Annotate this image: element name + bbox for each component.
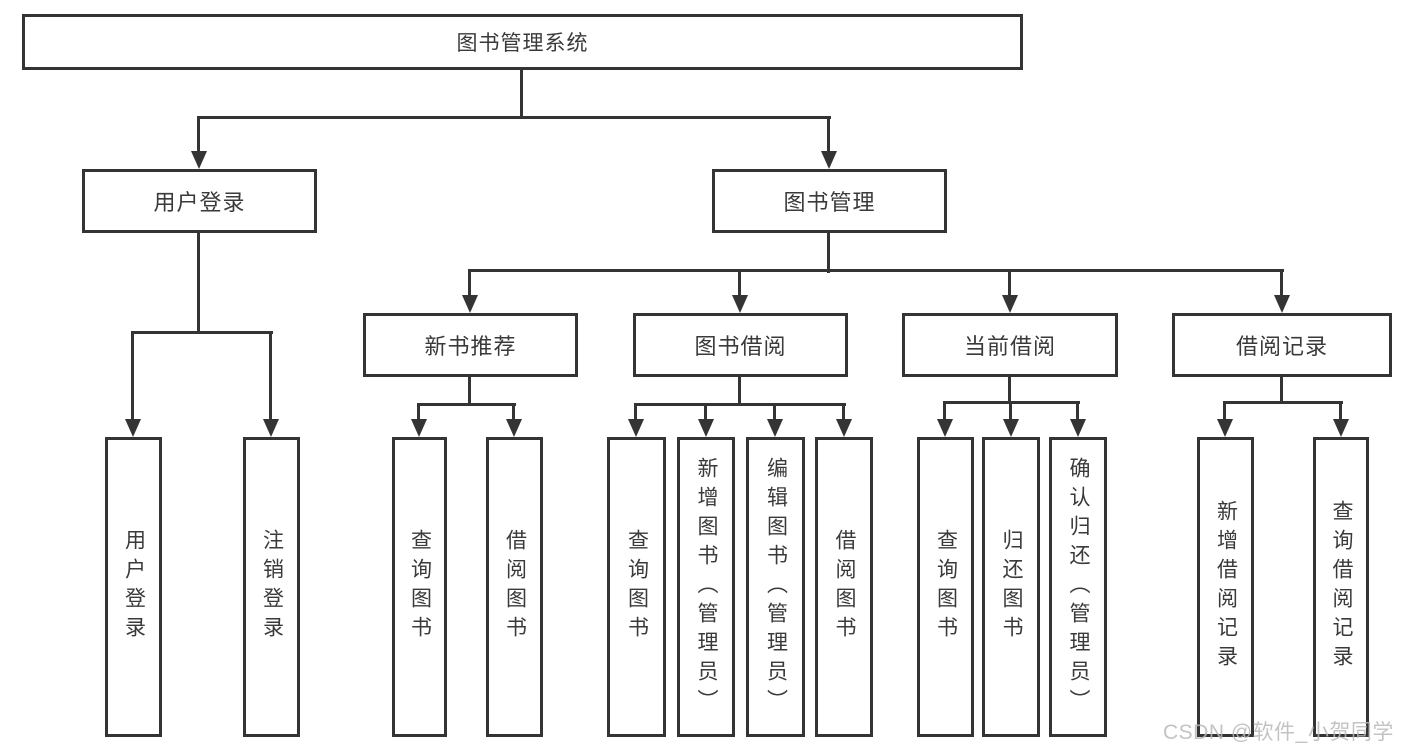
arrow-down-icon bbox=[1002, 295, 1018, 313]
leaf-add-borrow-record-label: 新增借阅记录 bbox=[1214, 500, 1238, 674]
node-borrow-records-label: 借阅记录 bbox=[1235, 334, 1328, 359]
connector-vline bbox=[1223, 401, 1226, 420]
connector-vline bbox=[1280, 269, 1283, 297]
connector-hline bbox=[197, 116, 831, 119]
leaf-add-book-admin-label: 新增图书（管理员） bbox=[695, 456, 718, 718]
connector-vline bbox=[197, 116, 200, 152]
arrow-down-icon bbox=[191, 151, 207, 169]
leaf-logout: 注销登录 bbox=[243, 437, 300, 737]
connector-vline bbox=[512, 403, 515, 420]
connector-vline bbox=[269, 331, 272, 420]
connector-vline bbox=[417, 403, 420, 420]
connector-vline bbox=[704, 403, 707, 420]
leaf-return-book-label: 归还图书 bbox=[1000, 529, 1023, 645]
leaf-user-login-label: 用户登录 bbox=[122, 529, 146, 645]
node-book-management-label: 图书管理 bbox=[783, 190, 876, 215]
arrow-down-icon bbox=[506, 419, 522, 437]
leaf-query-books-current: 查询图书 bbox=[917, 437, 974, 737]
node-borrow-records: 借阅记录 bbox=[1172, 313, 1392, 377]
arrow-down-icon bbox=[125, 419, 141, 437]
connector-vline bbox=[1008, 269, 1011, 297]
leaf-query-books-recommend: 查询图书 bbox=[392, 437, 447, 737]
arrow-down-icon bbox=[462, 295, 478, 313]
connector-vline bbox=[943, 401, 946, 420]
arrow-down-icon bbox=[937, 419, 953, 437]
leaf-add-book-admin: 新增图书（管理员） bbox=[677, 437, 735, 737]
leaf-confirm-return-admin-label: 确认归还（管理员） bbox=[1067, 456, 1090, 718]
connector-vline bbox=[468, 269, 471, 297]
node-current-borrow-label: 当前借阅 bbox=[963, 334, 1056, 359]
arrow-down-icon bbox=[1217, 419, 1233, 437]
connector-vline bbox=[468, 377, 471, 405]
leaf-query-books-recommend-label: 查询图书 bbox=[408, 529, 432, 645]
arrow-down-icon bbox=[628, 419, 644, 437]
leaf-confirm-return-admin: 确认归还（管理员） bbox=[1049, 437, 1107, 737]
leaf-borrow-books: 借阅图书 bbox=[815, 437, 873, 737]
leaf-return-book: 归还图书 bbox=[982, 437, 1040, 737]
arrow-down-icon bbox=[698, 419, 714, 437]
connector-vline bbox=[131, 331, 134, 420]
arrow-down-icon bbox=[1274, 295, 1290, 313]
leaf-query-borrow-record: 查询借阅记录 bbox=[1313, 437, 1369, 737]
leaf-query-books-borrow-label: 查询图书 bbox=[625, 529, 649, 645]
leaf-add-borrow-record: 新增借阅记录 bbox=[1197, 437, 1254, 737]
arrow-down-icon bbox=[836, 419, 852, 437]
node-root-label: 图书管理系统 bbox=[456, 32, 589, 55]
leaf-user-login: 用户登录 bbox=[105, 437, 162, 737]
connector-vline bbox=[738, 377, 741, 405]
connector-hline bbox=[131, 331, 273, 334]
node-new-book-recommend: 新书推荐 bbox=[363, 313, 578, 377]
node-new-book-recommend-label: 新书推荐 bbox=[424, 334, 517, 359]
leaf-logout-label: 注销登录 bbox=[260, 529, 284, 645]
node-book-borrow: 图书借阅 bbox=[633, 313, 848, 377]
connector-hline bbox=[417, 403, 516, 406]
leaf-query-books-borrow: 查询图书 bbox=[607, 437, 666, 737]
arrow-down-icon bbox=[1333, 419, 1349, 437]
connector-vline bbox=[1076, 401, 1079, 420]
arrow-down-icon bbox=[821, 151, 837, 169]
node-book-borrow-label: 图书借阅 bbox=[694, 334, 787, 359]
leaf-borrow-books-recommend: 借阅图书 bbox=[486, 437, 543, 737]
connector-vline bbox=[1339, 401, 1342, 420]
node-root: 图书管理系统 bbox=[22, 14, 1023, 70]
connector-vline bbox=[1009, 401, 1012, 420]
connector-vline bbox=[1280, 377, 1283, 404]
connector-vline bbox=[520, 70, 523, 119]
connector-vline bbox=[197, 233, 200, 334]
arrow-down-icon bbox=[732, 295, 748, 313]
node-user-login-label: 用户登录 bbox=[153, 190, 246, 215]
connector-hline bbox=[1223, 401, 1343, 404]
leaf-query-books-current-label: 查询图书 bbox=[934, 529, 958, 645]
arrow-down-icon bbox=[1003, 419, 1019, 437]
connector-vline bbox=[827, 116, 830, 152]
leaf-borrow-books-label: 借阅图书 bbox=[833, 529, 856, 645]
connector-hline bbox=[634, 403, 846, 406]
leaf-edit-book-admin: 编辑图书（管理员） bbox=[746, 437, 805, 737]
connector-hline bbox=[468, 269, 1284, 272]
connector-vline bbox=[773, 403, 776, 420]
arrow-down-icon bbox=[411, 419, 427, 437]
node-current-borrow: 当前借阅 bbox=[902, 313, 1118, 377]
arrow-down-icon bbox=[1070, 419, 1086, 437]
connector-vline bbox=[634, 403, 637, 420]
leaf-query-borrow-record-label: 查询借阅记录 bbox=[1330, 500, 1353, 674]
connector-vline bbox=[827, 233, 830, 273]
node-book-management: 图书管理 bbox=[712, 169, 947, 233]
csdn-watermark: CSDN @软件_小贺同学 bbox=[1163, 721, 1394, 744]
arrow-down-icon bbox=[767, 419, 783, 437]
connector-vline bbox=[738, 269, 741, 297]
leaf-borrow-books-recommend-label: 借阅图书 bbox=[503, 529, 527, 645]
leaf-edit-book-admin-label: 编辑图书（管理员） bbox=[764, 456, 788, 718]
connector-vline bbox=[1008, 377, 1011, 404]
arrow-down-icon bbox=[263, 419, 279, 437]
node-user-login: 用户登录 bbox=[82, 169, 317, 233]
connector-vline bbox=[842, 403, 845, 420]
